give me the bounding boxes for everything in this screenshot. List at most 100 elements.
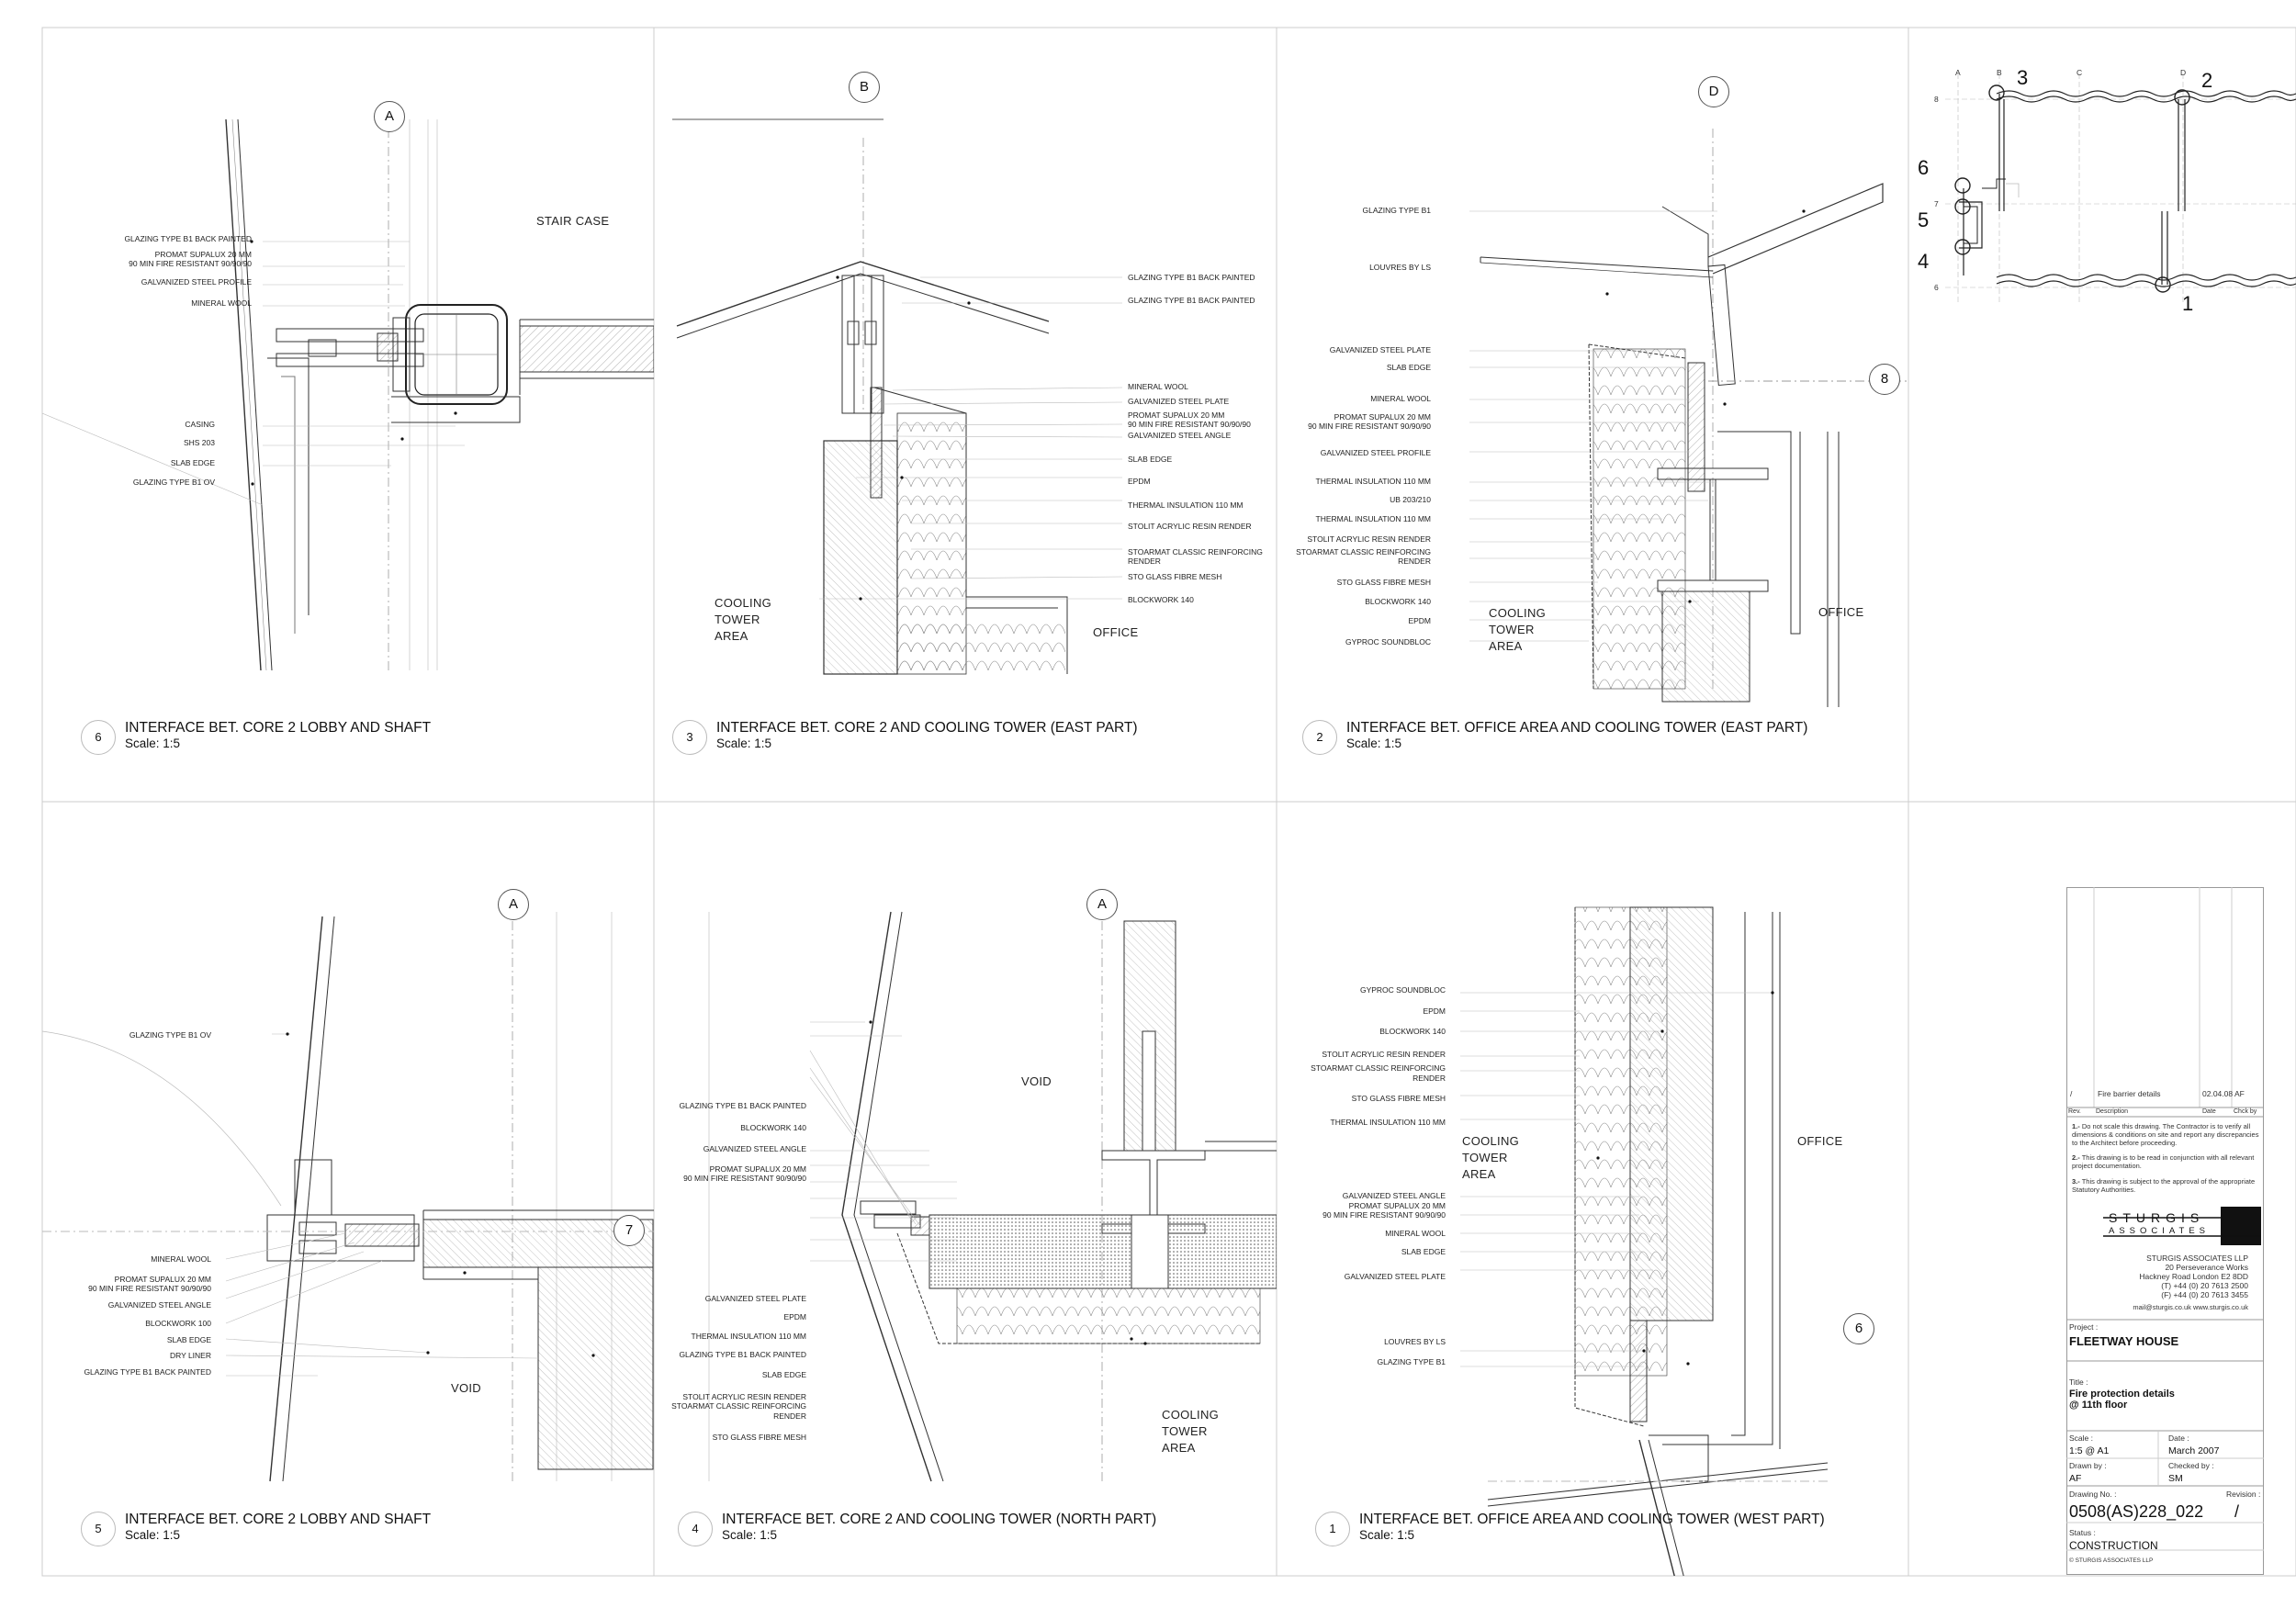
detail-2-label: SLAB EDGE: [1386, 363, 1431, 372]
detail-4-drawing: [708, 911, 1277, 1482]
detail-2-label: GALVANIZED STEEL PLATE: [1329, 345, 1431, 354]
detail-4-label: STOLIT ACRYLIC RESIN RENDER: [682, 1392, 806, 1401]
detail-6-number: 6: [81, 720, 116, 755]
detail-4-label: GLAZING TYPE B1 BACK PAINTED: [679, 1101, 806, 1110]
rev-header-description: Description: [2096, 1108, 2129, 1115]
revision-value: /: [2234, 1502, 2240, 1521]
detail-1-room-label: AREA: [1462, 1167, 1496, 1181]
firm-web: mail@sturgis.co.uk www.sturgis.co.uk: [2133, 1303, 2248, 1311]
detail-1-room-label: TOWER: [1462, 1151, 1508, 1164]
detail-3-label: STOARMAT CLASSIC REINFORCING: [1128, 547, 1263, 557]
detail-5-scale: Scale: 1:5: [125, 1528, 181, 1542]
detail-6-label: CASING: [185, 420, 215, 429]
detail-4-label: 90 MIN FIRE RESISTANT 90/90/90: [683, 1174, 806, 1183]
detail-5-label: GLAZING TYPE B1 BACK PAINTED: [84, 1367, 211, 1377]
detail-2-label: EPDM: [1408, 616, 1431, 625]
detail-3-label: BLOCKWORK 140: [1128, 595, 1194, 604]
detail-4-scale: Scale: 1:5: [722, 1528, 778, 1542]
detail-4-number: 4: [678, 1512, 713, 1546]
detail-3-label: THERMAL INSULATION 110 MM: [1128, 500, 1244, 510]
detail-3-label: PROMAT SUPALUX 20 MM: [1128, 410, 1225, 420]
checked-label: Checked by :: [2168, 1461, 2214, 1470]
detail-2-label: MINERAL WOOL: [1370, 394, 1431, 403]
note-1: 1.- Do not scale this drawing. The Contr…: [2072, 1122, 2260, 1147]
detail-6-grid-bubble: A: [374, 101, 405, 132]
detail-6-label: SHS 203: [183, 438, 215, 447]
detail-2-label: THERMAL INSULATION 110 MM: [1315, 477, 1431, 486]
detail-6-label: GLAZING TYPE B1 OV: [132, 478, 215, 487]
titleblock-frame: [2066, 887, 2264, 1575]
detail-3-room-label: TOWER: [715, 613, 760, 626]
detail-3-title: INTERFACE BET. CORE 2 AND COOLING TOWER …: [716, 720, 1138, 736]
detail-1-label: LOUVRES BY LS: [1384, 1337, 1446, 1346]
detail-2-room-label: AREA: [1489, 639, 1523, 653]
detail-5-label: 90 MIN FIRE RESISTANT 90/90/90: [88, 1284, 211, 1293]
keyplan-grid-letter: D: [2180, 68, 2187, 77]
detail-3-label: SLAB EDGE: [1128, 455, 1173, 464]
detail-3-room-label: OFFICE: [1093, 625, 1139, 639]
detail-3-label: EPDM: [1128, 477, 1151, 486]
detail-4-label: THERMAL INSULATION 110 MM: [691, 1332, 806, 1341]
detail-1-label: PROMAT SUPALUX 20 MM: [1348, 1201, 1446, 1210]
detail-1-label: GYPROC SOUNDBLOC: [1359, 985, 1446, 995]
detail-3-label: GLAZING TYPE B1 BACK PAINTED: [1128, 296, 1255, 305]
detail-6-label: GALVANIZED STEEL PROFILE: [141, 277, 252, 287]
detail-1-label: STO GLASS FIBRE MESH: [1351, 1094, 1446, 1103]
status-label: Status :: [2069, 1528, 2096, 1537]
copyright: © STURGIS ASSOCIATES LLP: [2069, 1557, 2154, 1564]
note-2-num: 2.-: [2072, 1153, 2080, 1162]
detail-2-label: THERMAL INSULATION 110 MM: [1315, 514, 1431, 523]
detail-4-label: EPDM: [783, 1312, 806, 1321]
detail-2-label: STOARMAT CLASSIC REINFORCING: [1296, 547, 1431, 557]
detail-2-title: INTERFACE BET. OFFICE AREA AND COOLING T…: [1346, 720, 1808, 736]
rev-header-date: Date: [2202, 1108, 2216, 1115]
status-value: CONSTRUCTION: [2069, 1539, 2158, 1552]
firm-name: STURGIS ASSOCIATES LLP: [2146, 1254, 2248, 1263]
detail-2-label: PROMAT SUPALUX 20 MM: [1334, 412, 1431, 422]
revision-label: Revision :: [2226, 1490, 2261, 1499]
detail-3-label: GALVANIZED STEEL PLATE: [1128, 397, 1230, 406]
detail-2-marker: 8: [1869, 364, 1900, 395]
detail-5-grid-bubble: A: [498, 889, 529, 920]
detail-1-label: RENDER: [1412, 1074, 1446, 1083]
detail-3-label: RENDER: [1128, 557, 1161, 566]
detail-6-scale: Scale: 1:5: [125, 736, 181, 750]
detail-5-label: DRY LINER: [169, 1351, 211, 1360]
logo-name: STURGIS: [2109, 1210, 2205, 1225]
detail-2-label: 90 MIN FIRE RESISTANT 90/90/90: [1308, 422, 1431, 431]
detail-1-drawing: [1460, 906, 1829, 1576]
detail-5-number: 5: [81, 1512, 116, 1546]
keyplan-grid-number: 8: [1934, 95, 1939, 104]
detail-2-label: GYPROC SOUNDBLOC: [1345, 637, 1431, 646]
note-1-text: Do not scale this drawing. The Contracto…: [2072, 1122, 2259, 1147]
title-line2: @ 11th floor: [2069, 1400, 2128, 1411]
detail-1-label: THERMAL INSULATION 110 MM: [1330, 1118, 1446, 1127]
date-label: Date :: [2168, 1433, 2189, 1443]
note-2: 2.- This drawing is to be read in conjun…: [2072, 1153, 2260, 1170]
detail-1-title: INTERFACE BET. OFFICE AREA AND COOLING T…: [1359, 1512, 1825, 1527]
detail-5-room-label: VOID: [451, 1381, 481, 1395]
detail-6-label: PROMAT SUPALUX 20 MM: [154, 250, 252, 259]
detail-4-title: INTERFACE BET. CORE 2 AND COOLING TOWER …: [722, 1512, 1157, 1527]
detail-1-label: 90 MIN FIRE RESISTANT 90/90/90: [1322, 1210, 1446, 1220]
detail-1-label: GALVANIZED STEEL PLATE: [1344, 1272, 1446, 1281]
detail-2-grid-bubble: D: [1698, 76, 1729, 107]
keyplan-callout: 3: [2017, 66, 2029, 89]
detail-4-label: STO GLASS FIBRE MESH: [712, 1433, 806, 1442]
detail-5-label: BLOCKWORK 100: [145, 1319, 211, 1328]
detail-1-label: SLAB EDGE: [1401, 1247, 1446, 1256]
firm-fax: (F) +44 (0) 20 7613 3455: [2161, 1290, 2248, 1299]
keyplan-callout: 6: [1918, 156, 1930, 179]
keyplan-callout: 4: [1918, 250, 1930, 273]
keyplan-grid-number: 6: [1934, 283, 1939, 292]
detail-2-label: STOLIT ACRYLIC RESIN RENDER: [1307, 534, 1431, 544]
scale-label: Scale :: [2069, 1433, 2093, 1443]
detail-6-label: GLAZING TYPE B1 BACK PAINTED: [124, 234, 252, 243]
keyplan-grid-number: 7: [1934, 199, 1939, 208]
date-value: March 2007: [2168, 1445, 2220, 1456]
detail-3-room-label: COOLING: [715, 596, 772, 610]
firm-address1: 20 Perseverance Works: [2165, 1263, 2248, 1272]
detail-6-label: MINERAL WOOL: [191, 298, 252, 308]
